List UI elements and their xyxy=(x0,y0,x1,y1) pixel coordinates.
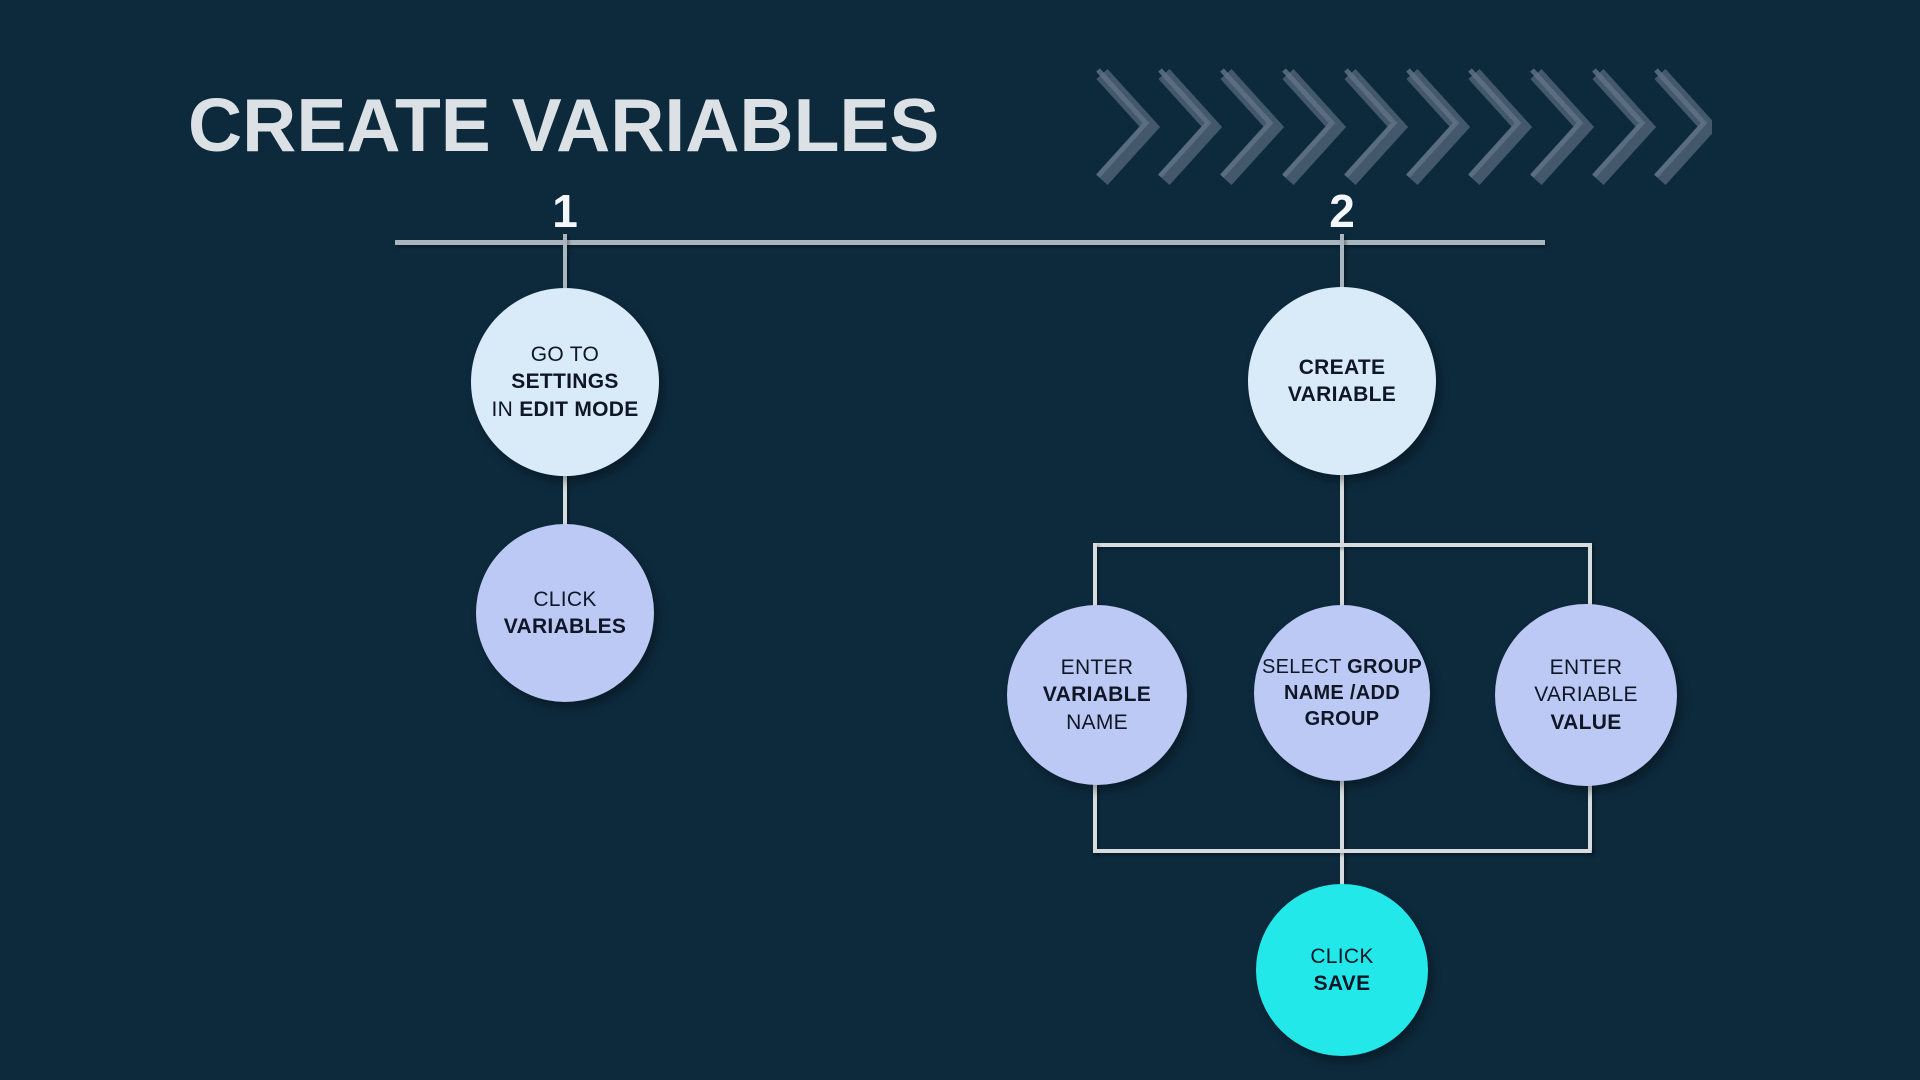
node-text-line: VARIABLE xyxy=(1288,381,1396,408)
chevrons-right-icon xyxy=(1096,68,1712,186)
timeline-tick-step-1 xyxy=(563,234,567,288)
timeline-tick-step-2 xyxy=(1340,234,1344,288)
node-create-variable: CREATE VARIABLE xyxy=(1248,287,1436,475)
node-text-line: CLICK xyxy=(533,586,596,613)
node-text-segment: IN xyxy=(491,397,520,421)
node-enter-variable-value: ENTER VARIABLE VALUE xyxy=(1495,604,1677,786)
node-text-segment: NAME xyxy=(1066,710,1128,734)
chevron-highlight-glyph xyxy=(1592,68,1646,178)
node-text-segment: SAVE xyxy=(1313,972,1371,995)
node-text-line: VARIABLE xyxy=(1534,681,1638,708)
connector-create-variable-to-group xyxy=(1340,473,1344,607)
node-text-line: VARIABLES xyxy=(504,613,627,640)
node-text-line: CLICK xyxy=(1310,943,1373,970)
node-text-segment: VARIABLES xyxy=(503,615,627,638)
node-text-segment: GO TO xyxy=(530,343,600,367)
chevron-highlight-glyph xyxy=(1654,68,1708,178)
chevron-highlight-glyph xyxy=(1220,68,1274,178)
node-text-line: VARIABLE xyxy=(1043,681,1151,708)
node-text-segment: CLICK xyxy=(533,587,597,611)
node-text-segment: GROUP xyxy=(1304,708,1380,730)
node-text-segment: EDIT MODE xyxy=(519,397,639,421)
node-text-line: SAVE xyxy=(1314,970,1371,997)
page-title: CREATE VARIABLES xyxy=(188,83,940,167)
chevron-highlight-glyph xyxy=(1530,68,1584,178)
chevron-highlight-glyph xyxy=(1096,68,1150,178)
node-text-line: CREATE xyxy=(1299,354,1386,381)
chevron-highlight-glyph xyxy=(1344,68,1398,178)
chevron-highlight-glyph xyxy=(1468,68,1522,178)
connector-group-to-save xyxy=(1340,781,1344,887)
node-text-segment: CLICK xyxy=(1310,944,1374,968)
node-text-segment: ENTER xyxy=(1060,656,1134,680)
node-click-variables: CLICK VARIABLES xyxy=(476,524,654,702)
step-2-number: 2 xyxy=(1329,185,1355,237)
node-text-line: GROUP xyxy=(1305,706,1380,732)
bracket-top-left-drop xyxy=(1093,543,1097,607)
chevron-highlight-glyph xyxy=(1282,68,1336,178)
node-text-line: SETTINGS xyxy=(511,368,618,395)
connector-settings-to-variables xyxy=(563,474,567,526)
node-text-line: NAME xyxy=(1066,709,1128,736)
node-text-segment: VARIABLE xyxy=(1534,683,1638,707)
node-text-segment: GROUP xyxy=(1347,656,1422,678)
bracket-bottom-right-drop xyxy=(1588,785,1592,853)
node-text-line: GO TO xyxy=(531,341,599,368)
node-text-line: ENTER xyxy=(1061,654,1134,681)
node-enter-variable-name: ENTER VARIABLE NAME xyxy=(1007,605,1187,785)
bracket-bottom-horizontal xyxy=(1093,849,1591,853)
step-1-number: 1 xyxy=(552,185,578,237)
bracket-top-right-drop xyxy=(1588,543,1592,606)
node-text-segment: NAME /ADD xyxy=(1283,682,1401,704)
node-text-line: IN EDIT MODE xyxy=(491,396,638,423)
node-text-segment: VALUE xyxy=(1550,710,1622,734)
node-text-line: NAME /ADD xyxy=(1284,680,1400,706)
node-text-segment: ENTER xyxy=(1549,656,1623,680)
chevron-highlight-glyph xyxy=(1158,68,1212,178)
bracket-top-horizontal xyxy=(1093,543,1591,547)
node-text-segment: SETTINGS xyxy=(511,370,619,394)
node-text-line: SELECT GROUP xyxy=(1262,654,1422,680)
node-text-segment: CREATE xyxy=(1298,355,1386,379)
node-text-segment: VARIABLE xyxy=(1042,683,1152,707)
node-text-segment: SELECT xyxy=(1262,656,1348,678)
node-text-segment: VARIABLE xyxy=(1287,383,1397,406)
timeline-line xyxy=(395,240,1545,245)
node-click-save: CLICK SAVE xyxy=(1256,884,1428,1056)
node-text-line: VALUE xyxy=(1550,709,1621,736)
chevron-highlight-glyph xyxy=(1406,68,1460,178)
node-text-line: ENTER xyxy=(1550,654,1623,681)
bracket-bottom-left-drop xyxy=(1093,783,1097,853)
